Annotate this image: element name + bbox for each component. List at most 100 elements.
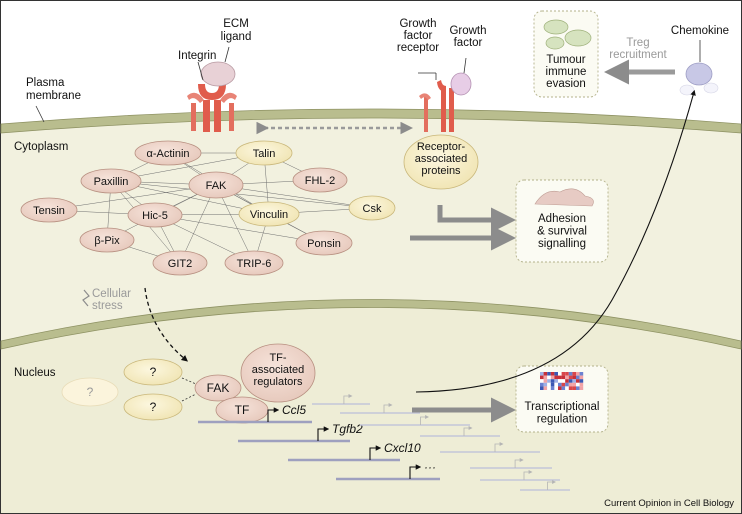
- heatmap-cell: [547, 372, 551, 376]
- faded-promoter-arrow: [523, 470, 533, 480]
- node-tensin-label: Tensin: [33, 205, 65, 217]
- node-csk: [348, 195, 396, 221]
- unknown-2-link: [181, 393, 197, 402]
- heatmap-cell: [579, 372, 584, 376]
- unknown-factor-faded-label: ?: [87, 385, 94, 399]
- node-hic-5-label: Hic-5: [142, 210, 168, 222]
- node-actinin: [134, 140, 202, 166]
- heatmap-cell: [561, 386, 566, 390]
- heatmap-cell: [550, 372, 555, 376]
- ecm-ligand-shape: [200, 61, 236, 87]
- heatmap-icon: [540, 372, 584, 390]
- heatmap-cell: [576, 372, 580, 376]
- heatmap-cell: [550, 386, 555, 390]
- heatmap-cell: [547, 382, 551, 387]
- promoter-arrow: [409, 464, 422, 479]
- heatmap-cell: [547, 386, 551, 390]
- node-ponsin-label: Ponsin: [307, 238, 341, 250]
- node-talin: [235, 140, 293, 166]
- unknown-factor-2-label: ?: [150, 400, 157, 414]
- node-talin-label: Talin: [253, 148, 276, 160]
- immune-cell-icon: [543, 19, 569, 35]
- heatmap-cell: [568, 372, 573, 376]
- faded-promoter-arrow: [383, 403, 393, 413]
- heatmap-cell: [568, 375, 573, 380]
- heatmap-cell: [540, 375, 544, 380]
- heatmap-cell: [558, 386, 562, 390]
- heatmap-cell: [558, 372, 562, 376]
- nucleus-region: [1, 303, 741, 513]
- faded-promoter-arrow: [463, 426, 473, 436]
- heatmap-cell: [550, 375, 555, 380]
- heatmap-cell: [550, 382, 555, 387]
- growth-factor-pointer: [463, 57, 467, 74]
- heatmap-cell: [561, 375, 566, 380]
- heatmap-cell: [565, 382, 569, 387]
- node-pix: [79, 227, 135, 253]
- faded-promoter-arrow: [343, 394, 353, 404]
- lightning-icon: [82, 289, 90, 307]
- unknown-1-link: [181, 377, 197, 385]
- plasma-membrane: [0, 108, 742, 134]
- heatmap-cell: [554, 379, 558, 383]
- tf-label: TF: [235, 403, 250, 417]
- heatmap-cell: [572, 375, 576, 380]
- heatmap-cell: [561, 372, 566, 376]
- heatmap-cell: [554, 382, 558, 387]
- nucleus-label: Nucleus: [14, 367, 56, 379]
- growth-factor-receptor: [419, 80, 454, 132]
- node-trip-6: [224, 250, 284, 276]
- node-trip-6-label: TRIP-6: [237, 258, 272, 270]
- immune-cell-icon-2: [564, 29, 592, 47]
- unknown-factor-2: [123, 393, 183, 421]
- heatmap-cell: [543, 386, 548, 390]
- heatmap-cell: [543, 379, 548, 383]
- adhesome-edge: [154, 214, 325, 244]
- heatmap-cell: [547, 379, 551, 383]
- heatmap-cell: [576, 379, 580, 383]
- heatmap-cell: [540, 386, 544, 390]
- heatmap-cell: [540, 379, 544, 383]
- heatmap-cell: [547, 375, 551, 380]
- node-fhl-2: [292, 167, 348, 193]
- node-vinculin-label: Vinculin: [250, 209, 288, 221]
- chemokine-small-1: [679, 84, 695, 96]
- heatmap-cell: [572, 379, 576, 383]
- adhesome-edge: [110, 180, 373, 209]
- chemokine-shape: [685, 62, 713, 86]
- integrin-receptor: [187, 84, 237, 132]
- gene-label: Cxcl10: [384, 441, 421, 455]
- heatmap-cell: [558, 375, 562, 380]
- faded-promoter-arrow: [420, 415, 430, 425]
- heatmap-cell: [576, 386, 580, 390]
- heatmap-cell: [576, 382, 580, 387]
- heatmap-cell: [561, 382, 566, 387]
- heatmap-cell: [565, 372, 569, 376]
- heatmap-cell: [558, 382, 562, 387]
- receptor-associated-proteins-node: [403, 134, 479, 190]
- node-csk-label: Csk: [363, 203, 382, 215]
- transcriptional-regulation-box: [515, 365, 609, 433]
- growth-factor-shape: [450, 72, 472, 96]
- heatmap-cell: [576, 375, 580, 380]
- cytoplasm-label: Cytoplasm: [14, 141, 68, 153]
- heatmap-cell: [565, 379, 569, 383]
- unknown-factor-1-label: ?: [150, 365, 157, 379]
- integrin-label: Integrin: [178, 50, 216, 62]
- node-ponsin: [295, 230, 353, 256]
- heatmap-cell: [568, 386, 573, 390]
- heatmap-cell: [565, 375, 569, 380]
- chemokine-small-2: [703, 82, 719, 94]
- heatmap-cell: [558, 379, 562, 383]
- node-actinin-label: α-Actinin: [146, 148, 189, 160]
- heatmap-cell: [568, 379, 573, 383]
